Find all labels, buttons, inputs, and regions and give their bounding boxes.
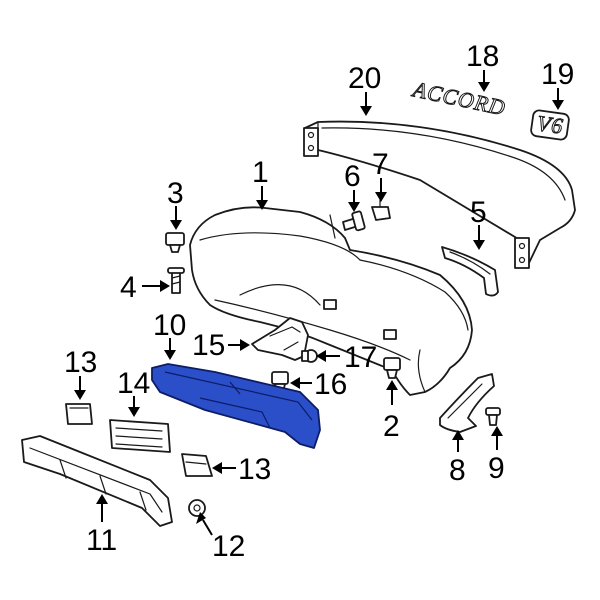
callout-9: 9 xyxy=(488,452,505,485)
callout-6: 6 xyxy=(344,160,361,193)
callout-11: 11 xyxy=(86,524,117,557)
callout-15: 15 xyxy=(192,329,225,362)
part-19-v6-emblem: V6 xyxy=(530,109,570,141)
callout-8: 8 xyxy=(449,454,466,487)
v6-emblem-text: V6 xyxy=(535,110,565,138)
part-2-retainer xyxy=(383,357,401,379)
part-14-spacer xyxy=(109,419,171,453)
part-7-clip xyxy=(371,199,391,221)
part-1-bumper-cover xyxy=(189,206,473,396)
part-17-nut xyxy=(301,349,318,363)
callout-2: 2 xyxy=(383,410,400,443)
accord-emblem-text: ACCORD xyxy=(409,76,508,120)
callout-13-left: 13 xyxy=(64,346,97,379)
part-15-bracket xyxy=(251,317,309,361)
part-11-lower-absorber xyxy=(21,435,173,527)
callout-14: 14 xyxy=(117,367,150,400)
callout-7: 7 xyxy=(372,148,389,181)
callout-labels: 1 2 3 4 5 6 7 8 9 10 11 12 13 13 14 15 1… xyxy=(64,40,574,563)
part-10-energy-absorber xyxy=(151,363,321,449)
part-20-reinforcement xyxy=(303,120,576,269)
leader-lines xyxy=(74,70,564,536)
part-5-side-bracket xyxy=(441,246,499,297)
part-4-screw xyxy=(167,267,185,294)
callout-4: 4 xyxy=(120,271,137,304)
part-13-spacer-left xyxy=(65,403,93,425)
part-9-screw xyxy=(485,407,501,426)
part-3-clip xyxy=(165,232,185,253)
callout-20: 20 xyxy=(348,62,381,95)
part-8-lower-bracket xyxy=(439,373,495,433)
callout-12: 12 xyxy=(212,530,245,563)
part-6-bolt xyxy=(342,210,366,232)
callout-19: 19 xyxy=(541,58,574,91)
part-13-spacer-right xyxy=(181,453,213,477)
part-18-accord-emblem: ACCORD xyxy=(409,76,509,121)
callout-10: 10 xyxy=(153,309,186,342)
callout-5: 5 xyxy=(470,196,487,229)
callout-18: 18 xyxy=(466,40,499,73)
callout-1: 1 xyxy=(252,156,269,189)
part-12-clip xyxy=(188,499,206,517)
callout-13-right: 13 xyxy=(238,453,271,486)
callout-17: 17 xyxy=(344,341,377,374)
callout-3: 3 xyxy=(167,177,184,210)
callout-16: 16 xyxy=(314,368,347,401)
